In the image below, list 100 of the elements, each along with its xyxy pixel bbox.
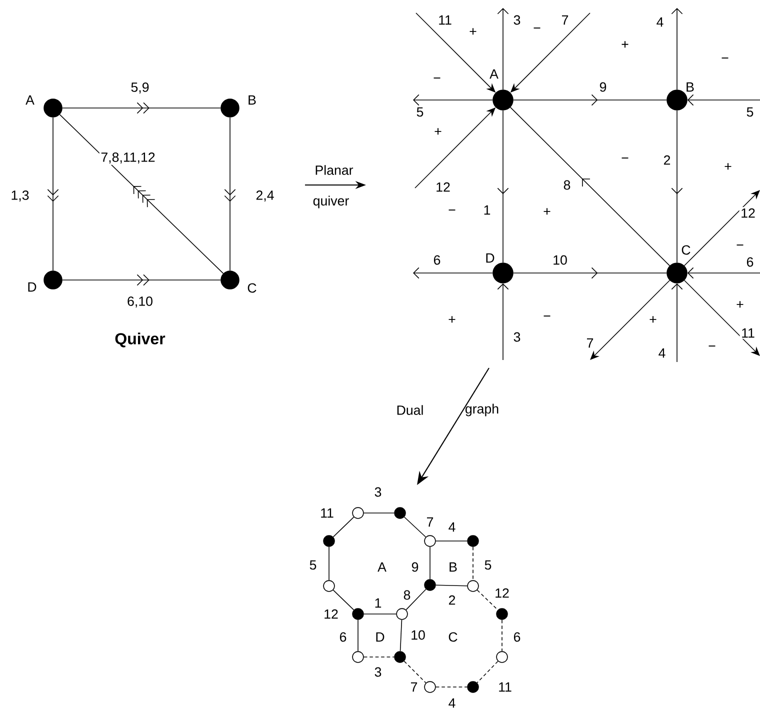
vertex-circle	[467, 535, 479, 547]
edge-label: 5	[308, 559, 318, 571]
vertex-circle	[424, 681, 436, 693]
vertex-letter: B	[686, 82, 694, 92]
edge-label: 12	[493, 587, 511, 599]
edge-label: 9	[598, 80, 608, 94]
edge-label: 1	[482, 204, 492, 216]
edge-label: 2,4	[254, 189, 276, 203]
vertex-circle	[352, 608, 364, 620]
edge-label: 10	[409, 628, 427, 642]
edge-label: 7,8,11,12	[99, 151, 157, 165]
edge-label: 11	[496, 681, 514, 693]
edge-label: 5	[744, 106, 756, 118]
vertex-circle	[424, 579, 436, 591]
face-letter: B	[450, 562, 457, 572]
arrow-caption: graph	[466, 404, 498, 416]
edge-label: 8	[402, 588, 412, 602]
vertex-letter: A	[490, 69, 498, 79]
edge-label: 12	[434, 181, 452, 193]
edge-label: 4	[654, 16, 666, 28]
figure-caption: Quiver	[115, 332, 166, 348]
edge-label: 7	[424, 516, 436, 528]
vertex-circle	[323, 580, 335, 592]
edge-label: 6,10	[126, 295, 154, 309]
sign: +	[448, 316, 456, 323]
arrow	[413, 267, 493, 279]
sign: +	[544, 208, 550, 215]
dashed-line	[476, 590, 498, 610]
vertex-circle	[496, 608, 508, 620]
arrow	[687, 94, 760, 106]
edge-label: 6	[744, 256, 756, 268]
arrow-caption: Planar	[316, 165, 354, 175]
line	[332, 590, 354, 610]
edge-label: 12	[739, 207, 757, 219]
vertex-letter: D	[486, 253, 494, 263]
vertex-letter: C	[248, 283, 256, 293]
edge-label: 5	[414, 106, 426, 118]
vertex-circle	[352, 651, 364, 663]
line	[400, 619, 402, 652]
edge-label: 11	[318, 507, 336, 519]
edge-label: 7	[408, 681, 420, 693]
vertex-circle	[396, 608, 408, 620]
edge-label: 1	[372, 597, 384, 609]
dashed-line	[476, 660, 498, 684]
dashed-line	[435, 686, 468, 688]
edge-label: 6	[512, 630, 522, 644]
vertex-circle	[394, 651, 406, 663]
face-letter: C	[448, 632, 458, 642]
sign: +	[622, 41, 628, 48]
line	[332, 516, 354, 538]
vertex-circle	[352, 507, 364, 519]
dashed-line	[472, 546, 474, 581]
edge-label: 10	[551, 254, 569, 266]
line	[363, 512, 395, 514]
edge-label: 4	[446, 521, 458, 533]
sign: +	[650, 316, 656, 323]
line	[435, 584, 468, 586]
edge-label: 2	[662, 154, 672, 166]
line	[435, 540, 468, 542]
edge-label: 7	[584, 337, 596, 349]
arrow	[671, 283, 683, 362]
vertex-circle	[323, 535, 335, 547]
edge-label: 5	[482, 559, 494, 571]
sign: +	[434, 128, 442, 135]
vertex-circle	[496, 651, 508, 663]
arrow-caption: quiver	[313, 196, 349, 208]
vertex-letter: C	[682, 245, 690, 255]
sign: +	[736, 301, 744, 308]
edge-label: 12	[322, 608, 340, 620]
edge-label: 6	[432, 254, 442, 266]
edge-label: 7	[560, 14, 570, 26]
vertex-letter: B	[248, 95, 256, 105]
face-letter: A	[378, 562, 386, 572]
arrow	[590, 280, 670, 360]
edge-label: 11	[436, 14, 454, 26]
edge-label: 11	[740, 327, 756, 339]
vertex-circle	[394, 507, 406, 519]
edge-label: 4	[656, 347, 668, 359]
line	[328, 546, 330, 581]
face-letter: D	[376, 632, 384, 642]
arrow	[684, 190, 760, 266]
dashed-line	[404, 660, 426, 684]
vertex-letter: A	[26, 95, 34, 105]
arrow	[497, 8, 509, 90]
dashed-line	[363, 656, 395, 658]
vertex-circle	[467, 580, 479, 592]
vertex-letter: D	[28, 282, 36, 292]
vertex-circle	[424, 535, 436, 547]
arrow	[497, 283, 509, 360]
arrow	[671, 8, 683, 90]
sign: +	[724, 163, 732, 170]
edge-label: 3	[372, 666, 384, 678]
line	[404, 516, 426, 538]
edge-label: 9	[410, 560, 420, 574]
arrow	[413, 94, 493, 106]
vertex-circle	[467, 681, 479, 693]
edge-label: 4	[446, 697, 458, 709]
sign: +	[470, 28, 476, 35]
edge-label: 6	[338, 630, 348, 644]
sign: −	[736, 244, 744, 246]
